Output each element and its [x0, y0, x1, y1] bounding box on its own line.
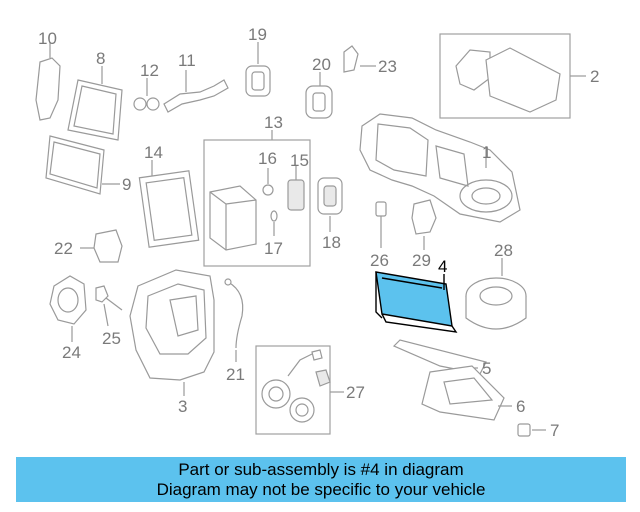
part-8-evaporator: 8: [67, 49, 123, 141]
label-14: 14: [144, 143, 163, 162]
banner-line-1: Part or sub-assembly is #4 in diagram: [178, 459, 464, 479]
label-4: 4: [438, 257, 447, 276]
part-6-tray: 6: [421, 365, 525, 421]
part-2-duct: 2: [439, 33, 599, 119]
label-3: 3: [178, 397, 187, 416]
label-22: 22: [54, 239, 73, 258]
label-21: 21: [226, 365, 245, 384]
parts-diagram: 10 8 12 11 19 20 23: [35, 25, 599, 440]
label-12: 12: [140, 61, 159, 80]
part-19-seal: 19: [245, 25, 271, 97]
label-17: 17: [264, 239, 283, 258]
label-20: 20: [312, 55, 331, 74]
part-4-cabin-air-filter: 4: [375, 257, 458, 333]
label-15: 15: [290, 151, 309, 170]
part-23-clip: 23: [343, 45, 397, 76]
label-18: 18: [322, 233, 341, 252]
label-27: 27: [346, 383, 365, 402]
label-24: 24: [62, 343, 81, 362]
label-6: 6: [516, 397, 525, 416]
part-1-housing: 1: [359, 113, 521, 223]
label-9: 9: [122, 175, 131, 194]
label-23: 23: [378, 57, 397, 76]
info-banner: Part or sub-assembly is #4 in diagram Di…: [16, 457, 626, 502]
label-5: 5: [482, 359, 491, 378]
label-10: 10: [38, 29, 57, 48]
part-22: 22: [54, 229, 123, 263]
part-14-frame: 14: [138, 143, 200, 248]
label-25: 25: [102, 329, 121, 348]
label-11: 11: [178, 51, 196, 70]
part-18: 18: [317, 177, 343, 252]
label-2: 2: [590, 67, 599, 86]
label-8: 8: [96, 49, 105, 68]
label-13: 13: [264, 113, 283, 132]
part-12-o-rings: 12: [133, 61, 160, 111]
part-28-blower-motor: 28: [465, 241, 527, 330]
part-9-heater-core: 9: [45, 135, 131, 195]
label-19: 19: [248, 25, 267, 44]
part-13-assembly: 13 16 17 15: [203, 113, 311, 267]
banner-line-2: Diagram may not be specific to your vehi…: [156, 479, 486, 499]
part-7-nut: 7: [517, 421, 559, 440]
label-28: 28: [494, 241, 513, 260]
part-21-wire: 21: [224, 278, 245, 384]
part-20-seal: 20: [305, 55, 333, 119]
part-11-tube: 11: [163, 51, 229, 113]
part-25-sensor: 25: [95, 285, 123, 348]
part-3-lower-housing: 3: [129, 269, 215, 416]
label-1: 1: [482, 143, 491, 162]
label-16: 16: [258, 149, 277, 168]
part-10-bracket: 10: [35, 29, 61, 121]
part-26-screw: 26: [370, 201, 389, 270]
part-24: 24: [49, 275, 87, 362]
label-7: 7: [550, 421, 559, 440]
label-26: 26: [370, 251, 389, 270]
label-29: 29: [412, 251, 431, 270]
part-29-actuator: 29: [411, 199, 437, 270]
part-27-assembly: 27: [255, 345, 365, 435]
